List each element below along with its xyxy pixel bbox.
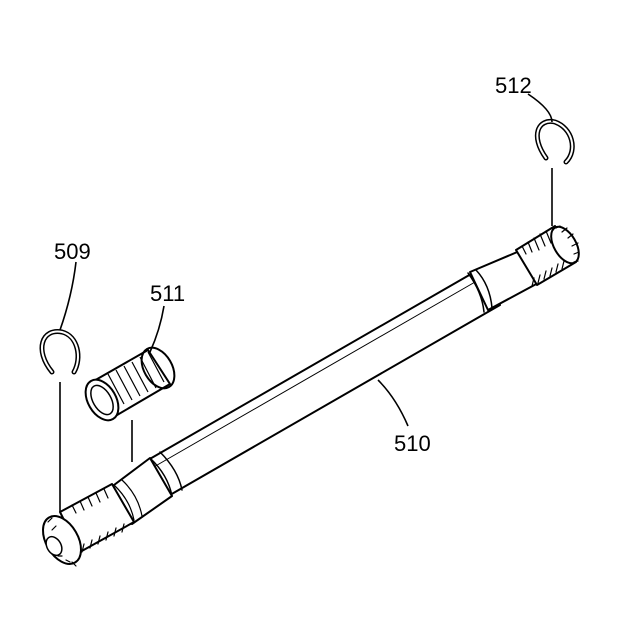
snap-ring-right	[534, 118, 575, 165]
right-spline	[515, 225, 580, 287]
shaft-highlight	[151, 277, 483, 469]
left-spline	[42, 483, 135, 567]
leader-509	[59, 261, 77, 331]
callout-510: 510	[394, 431, 431, 456]
callout-509: 509	[54, 239, 91, 264]
assembly-lines	[59, 168, 553, 512]
callout-512: 512	[495, 73, 532, 98]
shaft-bore	[45, 535, 63, 557]
snap-ring-right-inner	[536, 120, 574, 163]
snap-ring-left-inner	[41, 330, 79, 373]
needle-bearing	[84, 346, 176, 422]
callout-511: 511	[150, 281, 185, 306]
shaft-body	[147, 269, 501, 496]
shaft	[42, 225, 580, 567]
leader-lines	[59, 93, 553, 427]
leader-510	[377, 379, 409, 427]
leader-511	[149, 305, 165, 353]
leader-512	[527, 93, 553, 123]
